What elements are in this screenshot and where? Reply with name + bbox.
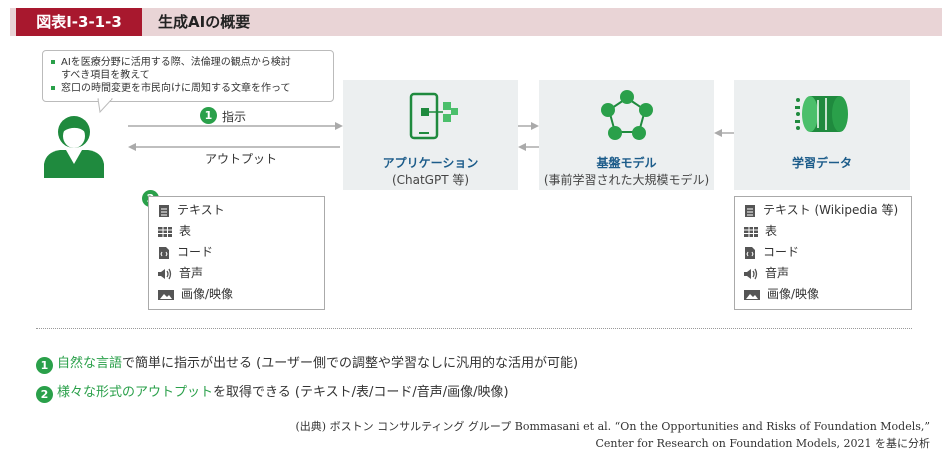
output-item-audio: 音声 [157,263,203,283]
output-item-code: コード [157,242,213,262]
output-label: アウトプット [205,152,278,166]
image-icon [744,289,760,300]
speaker-icon [158,268,172,279]
data-item-table: 表 [743,221,777,241]
source-line-1: (出典) ボストン コンサルティング グループ Bommasani et al.… [295,420,931,433]
bubble-line-1: AIを医療分野に活用する際、法倫理の観点から検討 [51,57,291,69]
text-document-icon [159,204,169,217]
data-item-code: コード [743,242,799,262]
image-icon [158,289,174,300]
page-title: 生成AIの概要 [158,13,251,31]
data-item-image: 画像/映像 [743,284,819,304]
source-line-2: Center for Research on Foundation Models… [595,437,930,450]
data-cylinder-icon [795,96,848,132]
table-icon [158,226,172,237]
foundation-model-box: 基盤モデル (事前学習された大規模モデル) [539,80,714,190]
divider [36,328,912,329]
text-document-icon [745,204,755,217]
header-bar [10,8,942,36]
network-graph-icon [601,90,653,140]
code-file-icon [745,246,755,259]
output-item-text: テキスト [157,200,225,220]
data-item-audio: 音声 [743,263,789,283]
foundation-model-title: 基盤モデル [596,156,657,170]
application-subtitle: (ChatGPT 等) [391,173,470,187]
training-data-format-list: テキスト (Wikipedia 等) 表 コード 音声 画像/映像 [734,196,912,310]
output-format-list: テキスト 表 コード 音声 画像/映像 [148,196,325,310]
step-1-number: 1 [200,107,217,124]
data-item-text: テキスト (Wikipedia 等) [743,200,898,220]
smartphone-app-icon [409,92,458,140]
bubble-line-2: すべき項目を教えて [61,70,150,81]
foundation-model-subtitle: (事前学習された大規模モデル) [543,173,710,187]
application-title: アプリケーション [382,156,479,170]
output-item-table: 表 [157,221,191,241]
bubble-line-3: 窓口の時間変更を市民向けに周知する文章を作って [51,83,291,95]
bubble-tail [97,98,114,114]
training-data-box: 学習データ [734,80,910,190]
flow-arrows [128,122,734,151]
code-file-icon [159,246,169,259]
prompt-bubble: AIを医療分野に活用する際、法倫理の観点から検討 すべき項目を教えて 窓口の時間… [42,50,334,102]
figure-label: 図表Ⅰ-3-1-3 [16,8,142,36]
training-data-title: 学習データ [791,156,852,170]
instruction-label: 指示 [222,110,247,124]
speaker-icon [744,268,758,279]
user-icon [44,116,104,178]
application-box: アプリケーション (ChatGPT 等) [343,80,518,190]
table-icon [744,226,758,237]
output-item-image: 画像/映像 [157,284,233,304]
